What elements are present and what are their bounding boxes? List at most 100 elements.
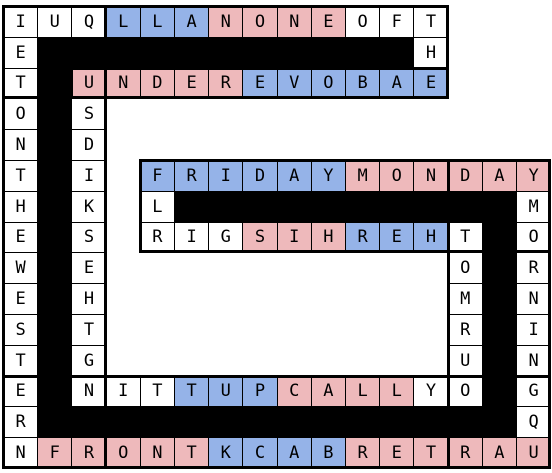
black-cell xyxy=(481,314,517,346)
letter-cell: P xyxy=(242,375,278,408)
letter-cell: U xyxy=(208,375,244,408)
letter-cell: E xyxy=(379,221,415,254)
letter-cell: O xyxy=(379,160,415,192)
black-cell xyxy=(481,375,517,408)
black-cell xyxy=(447,406,483,439)
letter-cell: W xyxy=(3,252,39,285)
black-cell xyxy=(105,36,141,69)
letter-cell: H xyxy=(413,36,449,69)
black-cell xyxy=(242,36,278,69)
letter-cell: H xyxy=(310,221,346,254)
letter-cell: M xyxy=(447,283,483,315)
letter-cell: K xyxy=(71,190,107,223)
letter-cell: B xyxy=(345,67,381,100)
letter-cell: Y xyxy=(516,160,552,192)
letter-cell: T xyxy=(447,221,483,254)
letter-cell: T xyxy=(3,160,39,192)
letter-cell: T xyxy=(174,437,210,469)
letter-cell: U xyxy=(447,344,483,377)
letter-cell: O xyxy=(345,6,381,38)
letter-cell: U xyxy=(37,6,73,38)
black-cell xyxy=(345,406,381,439)
letter-cell: R xyxy=(3,406,39,439)
letter-cell: N xyxy=(3,129,39,161)
black-cell xyxy=(413,190,449,223)
letter-cell: Q xyxy=(71,6,107,38)
letter-cell: R xyxy=(345,221,381,254)
letter-cell: O xyxy=(447,252,483,285)
letter-cell: S xyxy=(3,314,39,346)
letter-cell: R xyxy=(139,221,175,254)
letter-cell: A xyxy=(310,375,346,408)
letter-cell: N xyxy=(413,160,449,192)
letter-cell: G xyxy=(71,344,107,377)
letter-cell: E xyxy=(3,375,39,408)
black-cell xyxy=(481,252,517,285)
letter-cell: E xyxy=(3,36,39,69)
letter-cell: M xyxy=(516,190,552,223)
letter-cell: C xyxy=(276,375,312,408)
black-cell xyxy=(379,36,415,69)
black-cell xyxy=(345,36,381,69)
black-cell xyxy=(37,160,73,192)
black-cell xyxy=(242,190,278,223)
black-cell xyxy=(174,190,210,223)
black-cell xyxy=(139,36,175,69)
letter-cell: A xyxy=(276,437,312,469)
black-cell xyxy=(242,406,278,439)
letter-cell: N xyxy=(208,6,244,38)
black-cell xyxy=(413,406,449,439)
letter-cell: D xyxy=(139,67,175,100)
letter-cell: I xyxy=(105,375,141,408)
black-cell xyxy=(276,190,312,223)
letter-cell: O xyxy=(105,437,141,469)
letter-cell: I xyxy=(516,314,552,346)
black-cell xyxy=(379,190,415,223)
black-cell xyxy=(481,221,517,254)
letter-cell: H xyxy=(3,190,39,223)
black-cell xyxy=(276,36,312,69)
black-cell xyxy=(37,98,73,131)
black-cell xyxy=(379,406,415,439)
letter-cell: N xyxy=(71,375,107,408)
black-cell xyxy=(37,67,73,100)
letter-cell: H xyxy=(413,221,449,254)
letter-cell: T xyxy=(413,6,449,38)
letter-cell: F xyxy=(37,437,73,469)
letter-cell: Y xyxy=(413,375,449,408)
black-cell xyxy=(208,190,244,223)
letter-cell: I xyxy=(174,221,210,254)
black-cell xyxy=(37,190,73,223)
black-cell xyxy=(37,129,73,161)
letter-cell: A xyxy=(276,160,312,192)
letter-cell: T xyxy=(3,67,39,100)
letter-cell: E xyxy=(413,67,449,100)
letter-cell: T xyxy=(71,314,107,346)
black-cell xyxy=(481,406,517,439)
letter-cell: D xyxy=(242,160,278,192)
letter-cell: U xyxy=(71,67,107,100)
black-cell xyxy=(174,36,210,69)
letter-cell: A xyxy=(481,160,517,192)
black-cell xyxy=(276,406,312,439)
black-cell xyxy=(37,252,73,285)
letter-cell: V xyxy=(276,67,312,100)
letter-cell: T xyxy=(174,375,210,408)
letter-cell: G xyxy=(208,221,244,254)
letter-cell: E xyxy=(310,6,346,38)
letter-cell: F xyxy=(379,6,415,38)
letter-cell: Y xyxy=(310,160,346,192)
letter-cell: N xyxy=(276,6,312,38)
letter-cell: T xyxy=(413,437,449,469)
letter-cell: C xyxy=(242,437,278,469)
black-cell xyxy=(481,190,517,223)
letter-cell: R xyxy=(208,67,244,100)
letter-cell: D xyxy=(447,160,483,192)
black-cell xyxy=(208,406,244,439)
black-cell xyxy=(345,190,381,223)
letter-cell: N xyxy=(105,67,141,100)
letter-cell: R xyxy=(345,437,381,469)
black-cell xyxy=(447,190,483,223)
letter-cell: S xyxy=(71,221,107,254)
letter-cell: E xyxy=(3,221,39,254)
